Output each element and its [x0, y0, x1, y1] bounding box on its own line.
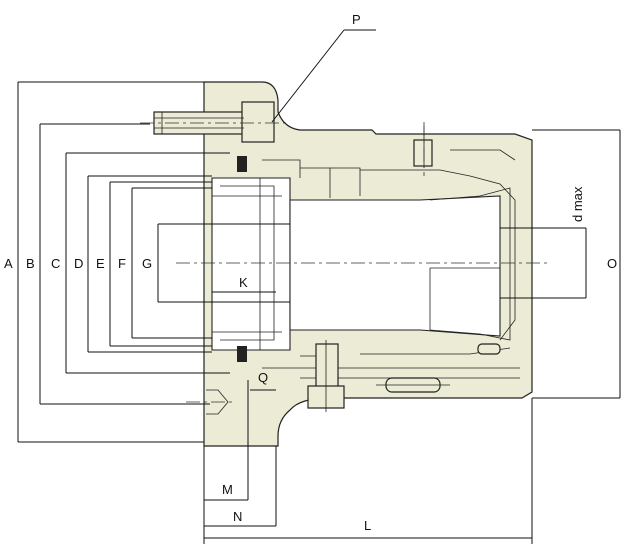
label-D: D [74, 256, 83, 271]
label-K: K [239, 275, 248, 290]
label-F: F [118, 256, 126, 271]
label-dmax: d max [570, 186, 585, 222]
label-Q: Q [258, 370, 268, 385]
label-N: N [233, 509, 242, 524]
label-O: O [607, 256, 617, 271]
label-L: L [364, 518, 371, 533]
label-A: A [4, 256, 13, 271]
dimension-labels: A B C D E F G K O P Q M N L d max [4, 12, 617, 533]
jaw-pins [237, 156, 247, 362]
chuck-body [203, 81, 533, 447]
bottom-screw [307, 340, 345, 412]
label-P: P [352, 12, 361, 27]
label-B: B [26, 256, 35, 271]
side-pin [376, 377, 450, 393]
dimension-lines [17, 29, 621, 544]
centerlines [140, 122, 548, 264]
label-C: C [51, 256, 60, 271]
top-set-screw [413, 126, 433, 168]
countersink-hole [186, 389, 236, 415]
label-G: G [142, 256, 152, 271]
label-E: E [96, 256, 105, 271]
label-M: M [222, 482, 233, 497]
spring-plunger [477, 343, 501, 355]
